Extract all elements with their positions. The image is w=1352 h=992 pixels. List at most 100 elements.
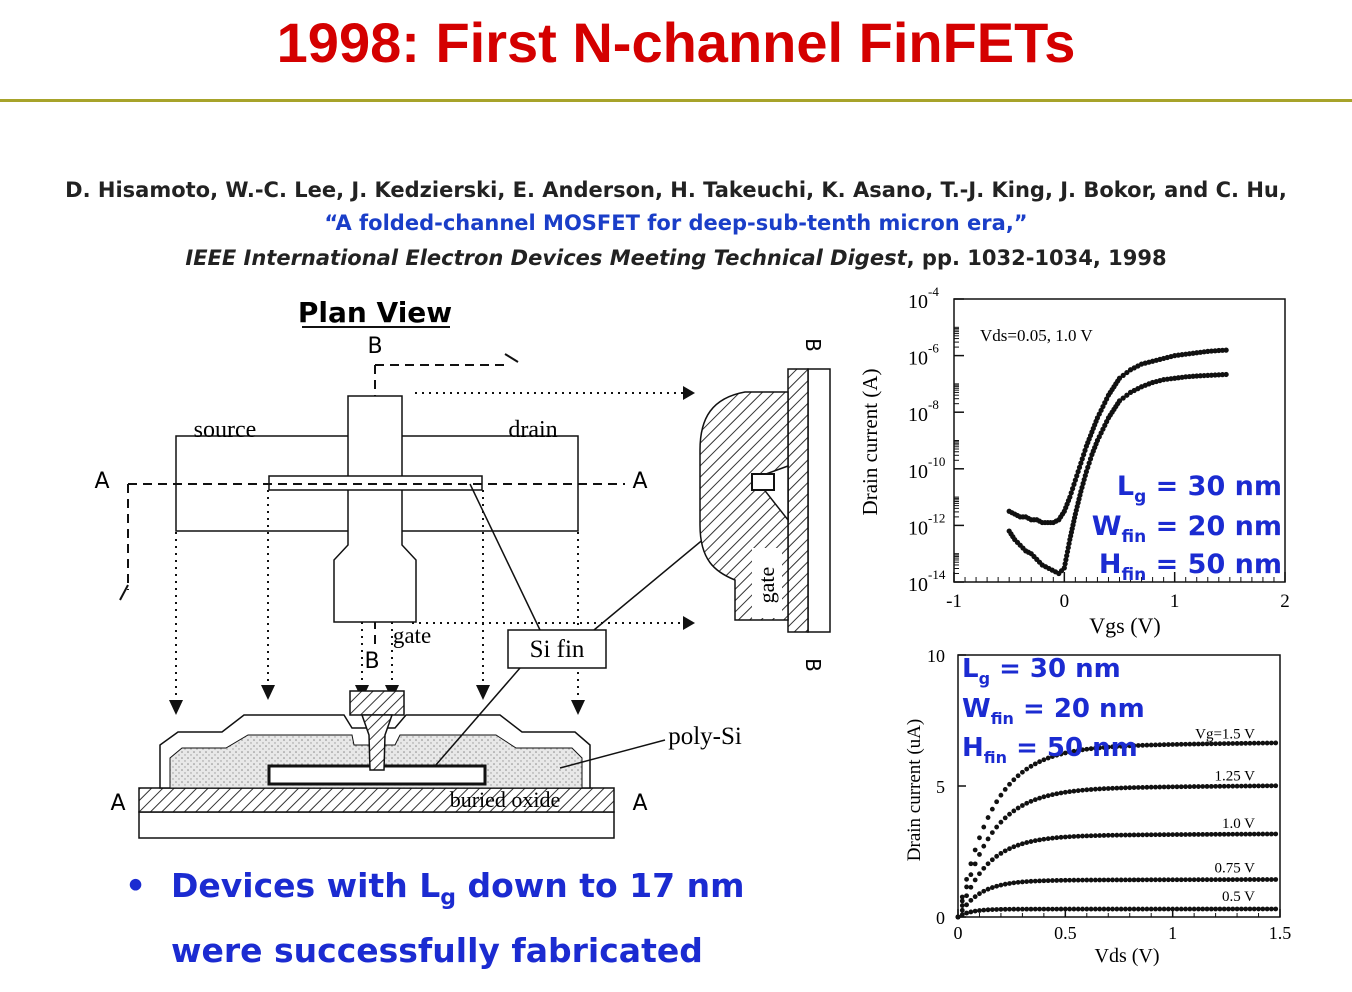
chart2-data-point — [1221, 741, 1227, 747]
chart1-data-point — [1068, 490, 1074, 496]
chart2-data-point — [1097, 906, 1103, 912]
chart2-data-point — [1200, 906, 1206, 912]
chart2-data-point — [1238, 877, 1244, 882]
chart2-data-point — [998, 792, 1004, 798]
chart2-data-point — [1144, 906, 1150, 912]
chart2-data-point — [1226, 877, 1231, 883]
chart1-data-point — [1078, 488, 1084, 495]
chart2-data-point — [1127, 877, 1133, 883]
chart2-data-point — [1011, 777, 1017, 783]
chart2-data-point — [972, 908, 978, 914]
chart2-data-point — [1002, 906, 1008, 912]
chart2-data-point — [1208, 877, 1214, 883]
chart1-y-tick-label: 10-12 — [908, 510, 945, 539]
chart1-data-point — [1078, 460, 1084, 466]
chart2-data-point — [1045, 878, 1051, 884]
chart1-x-tick-label: -1 — [946, 591, 962, 612]
chart2-data-point — [1243, 906, 1249, 912]
chart2-data-point — [1084, 787, 1090, 793]
chart1-data-point — [1076, 464, 1083, 470]
chart1-data-point — [1074, 473, 1080, 479]
chart2-data-point — [1148, 906, 1154, 912]
chart2-data-point — [1050, 754, 1055, 759]
chart2-data-point — [985, 861, 991, 867]
chart1-data-point — [1067, 494, 1073, 500]
chart2-data-point — [1247, 783, 1253, 789]
chart2-y-tick-label: 10 — [927, 646, 945, 666]
chart2-data-point — [1032, 906, 1038, 912]
section-b-right-bottom-label: B — [801, 658, 825, 672]
chart2-data-point — [1050, 878, 1055, 883]
chart2-data-point — [1200, 784, 1206, 789]
chart1-data-point — [1061, 565, 1067, 571]
chart2-x-tick-label: 0.5 — [1054, 923, 1077, 943]
chart2-data-point — [1157, 877, 1163, 883]
chart2-data-point — [985, 886, 991, 892]
chart2-data-point — [1161, 784, 1167, 790]
chart2-data-point — [1251, 877, 1257, 882]
chart2-data-point — [1015, 842, 1021, 848]
chart2-data-point — [1243, 877, 1249, 882]
chart2-data-point — [1148, 877, 1154, 883]
chart2-data-point — [1080, 747, 1085, 753]
chart2-data-point — [1105, 832, 1111, 838]
chart2-data-point — [985, 907, 991, 913]
chart2-data-point — [1092, 906, 1098, 912]
chart1-data-point — [1065, 545, 1071, 551]
chart2-data-point — [1140, 832, 1146, 838]
chart2-data-point — [1075, 788, 1081, 794]
chart2-data-point — [1020, 769, 1025, 775]
chart2-data-point — [1256, 783, 1261, 789]
chart2-data-point — [1058, 877, 1064, 883]
chart2-data-point — [1088, 787, 1094, 792]
chart2-data-point — [1067, 789, 1073, 795]
chart1-data-point — [1087, 456, 1094, 462]
chart2-data-point — [1007, 781, 1012, 787]
chart2-data-point — [1067, 749, 1073, 755]
chart1-data-point — [1223, 371, 1229, 378]
chart1-y-tick-label: 10-6 — [908, 341, 939, 370]
citation-venue-name: IEEE International Electron Devices Meet… — [185, 246, 907, 270]
chart2-data-point — [1165, 877, 1171, 883]
chart2-data-point — [1032, 838, 1038, 844]
chart2-data-point — [977, 835, 982, 841]
chart2-data-point — [1118, 832, 1124, 838]
chart2-data-point — [1140, 877, 1146, 883]
chart2-data-point — [1011, 808, 1017, 814]
chart2-data-point — [1123, 743, 1128, 749]
chart1-data-point — [1075, 469, 1081, 475]
si-fin-label: Si fin — [530, 636, 585, 663]
chart2-data-point — [1144, 742, 1150, 748]
chart2-data-point — [1135, 906, 1141, 912]
chart2-data-point — [1097, 786, 1103, 792]
chart2-data-point — [1127, 906, 1133, 912]
chart2-data-point — [1251, 831, 1257, 837]
chart2-data-point — [1273, 877, 1279, 882]
chart2-data-point — [1247, 906, 1253, 912]
chart2-data-point — [1234, 741, 1240, 746]
chart2-data-point — [968, 897, 974, 903]
chart2-data-point — [1273, 831, 1279, 837]
chart2-data-point — [1174, 877, 1180, 883]
chart2-data-point — [1161, 832, 1167, 838]
chart2-data-point — [1187, 784, 1193, 790]
chart2-data-point — [955, 914, 961, 920]
chart1-data-point — [1066, 540, 1072, 547]
citation-pages: , pp. 1032-1034, 1998 — [906, 246, 1167, 270]
chart2-data-point — [1088, 906, 1094, 912]
chart2-data-point — [1110, 785, 1115, 791]
chart2-data-point — [968, 861, 974, 867]
chart2-params: Lg = 30 nm Wfin = 20 nm Hfin = 50 nm — [962, 654, 1145, 767]
chart2-data-point — [1247, 877, 1253, 882]
chart2-data-point — [1238, 783, 1244, 789]
chart2-data-point — [1213, 877, 1218, 883]
chart2-data-point — [1243, 831, 1249, 837]
chart2-data-point — [1097, 877, 1103, 883]
chart2-data-point — [1054, 878, 1060, 883]
chart2-data-point — [1196, 877, 1201, 883]
chart1-data-point — [1216, 347, 1222, 354]
chart2-data-point — [959, 894, 965, 900]
chart2-data-point — [1148, 784, 1154, 790]
chart2-data-point — [1213, 741, 1218, 747]
chart2-data-point — [1071, 877, 1077, 883]
